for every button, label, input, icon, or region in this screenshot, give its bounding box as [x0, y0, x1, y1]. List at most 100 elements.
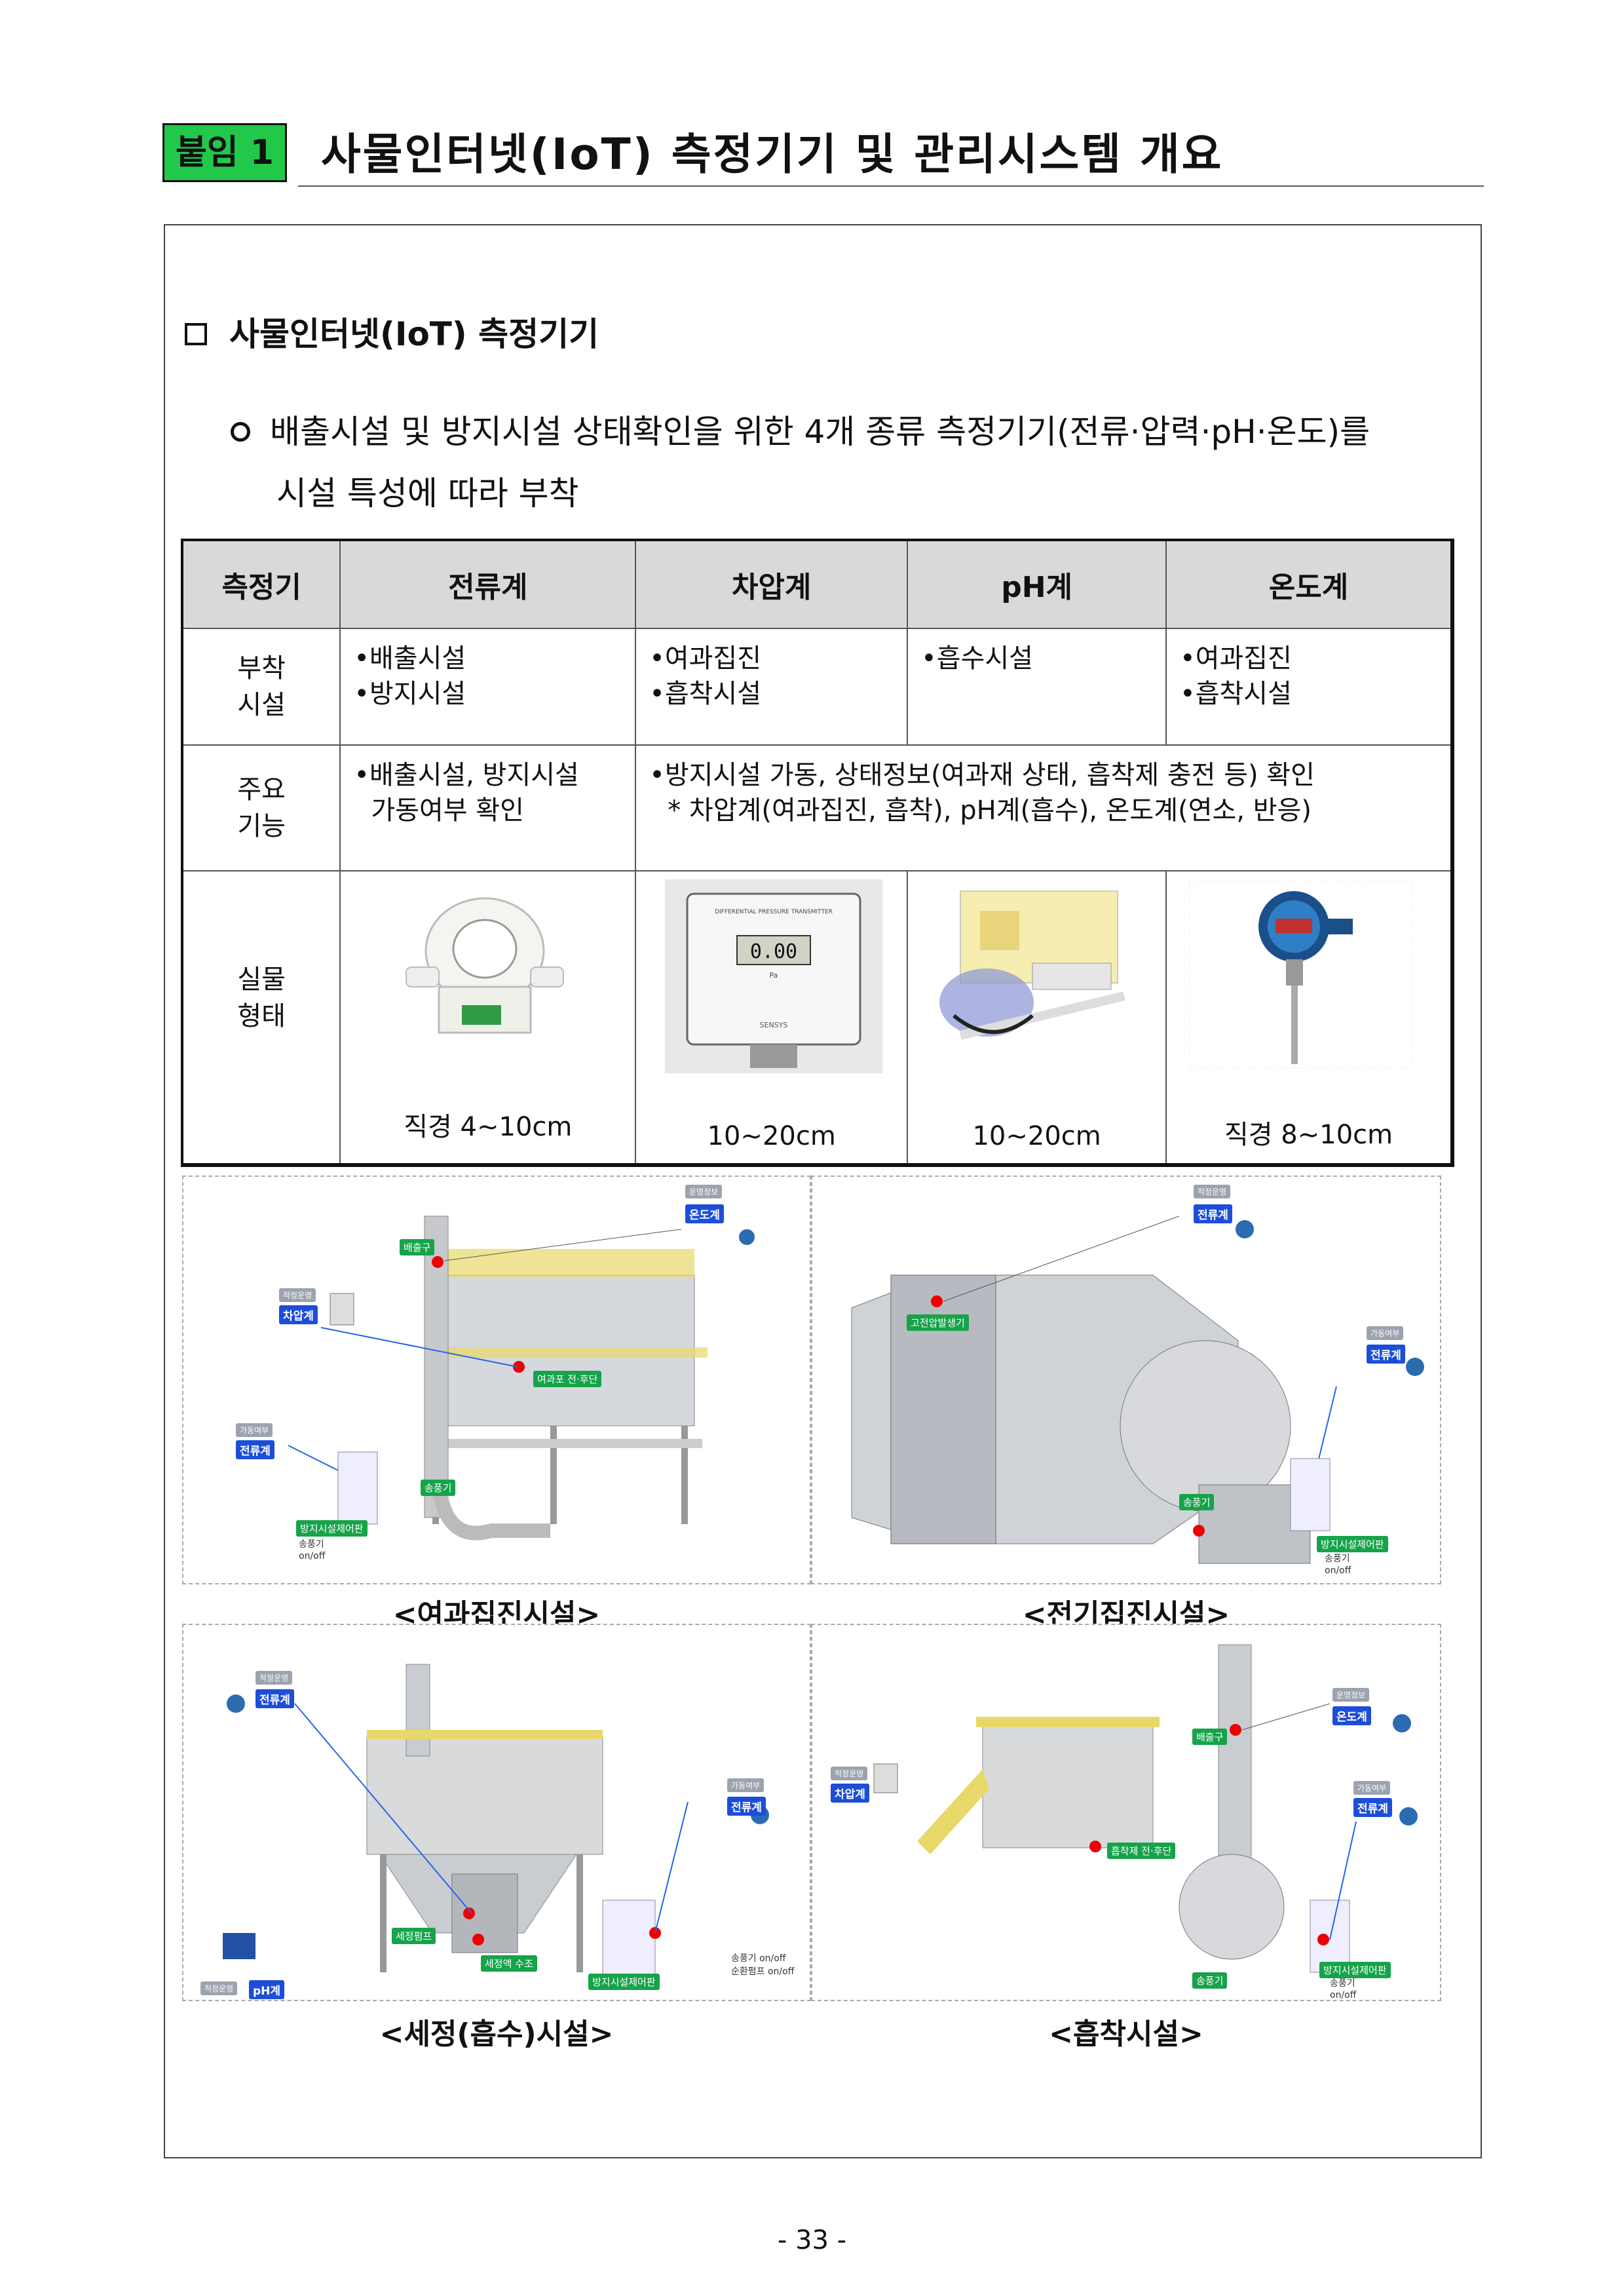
- page-number: - 33 -: [777, 2225, 847, 2255]
- electrostatic-panel: 적정운영 전류계 고전압발생기 가동여부 전류계 송풍기 방지시설제어판 송풍기…: [811, 1176, 1441, 1584]
- callout-label: 여과포 전·후단: [533, 1371, 602, 1387]
- row-label-line: 주요: [237, 775, 286, 805]
- title-underline: [298, 185, 1484, 187]
- callout-label: 운영정보: [685, 1185, 723, 1198]
- callout-label: pH계: [249, 1980, 285, 1999]
- cell-line: •여과집진: [649, 643, 762, 674]
- callout-label: 전류계: [255, 1689, 294, 1708]
- callout-label: 온도계: [685, 1204, 724, 1223]
- table-cell: •여과집진 •흡착시설: [1165, 628, 1453, 746]
- bullet-paragraph: 배출시설 및 방지시설 상태확인을 위한 4개 종류 측정기기(전류·압력·pH…: [231, 401, 1475, 524]
- current-sensor-image: [406, 897, 565, 1034]
- callout-label: 전류계: [1367, 1345, 1405, 1364]
- table-header-row: 측정기 전류계 차압계 pH계 온도계: [181, 539, 1453, 629]
- callout-label: 송풍기: [1192, 1972, 1228, 1989]
- table-header-cell: 온도계: [1165, 539, 1453, 629]
- cell-line: •방지시설 가동, 상태정보(여과재 상태, 흡착제 충전 등) 확인: [649, 760, 1315, 790]
- gauge-display: 0.00: [750, 940, 797, 963]
- bullet-line-1: 배출시설 및 방지시설 상태확인을 위한 4개 종류 측정기기(전류·압력·pH…: [270, 413, 1370, 451]
- callout-label: 방지시설제어판: [1317, 1536, 1388, 1552]
- callout-label: 적정운영: [255, 1671, 293, 1685]
- callout-label: 적정운영: [279, 1288, 316, 1302]
- table-header-cell: 전류계: [339, 539, 637, 629]
- content-frame: [164, 224, 1482, 2158]
- table-cell: DIFFERENTIAL PRESSURE TRANSMITTER 0.00 P…: [635, 870, 909, 1166]
- callout-label: 적정운영: [200, 1981, 238, 1995]
- callout-label: 고전압발생기: [907, 1314, 969, 1331]
- callout-label: 송풍기: [421, 1480, 456, 1496]
- table-cell: 직경 8~10cm: [1165, 870, 1453, 1166]
- callout-label: 차압계: [279, 1305, 318, 1324]
- table-header-cell: 측정기: [181, 539, 341, 629]
- callout-note: 송풍기 on/off: [1330, 1978, 1357, 2000]
- section-heading-text: 사물인터넷(IoT) 측정기기: [229, 315, 599, 353]
- callout-label: 송풍기: [1179, 1494, 1215, 1510]
- table-cell: 직경 4~10cm: [339, 870, 637, 1166]
- callout-label: 가동여부: [236, 1423, 273, 1437]
- table-cell: •여과집진 •흡착시설: [635, 628, 909, 746]
- size-caption: 10~20cm: [972, 1121, 1101, 1151]
- cell-line: 가동여부 확인: [371, 795, 524, 826]
- page-title: 사물인터넷(IoT) 측정기기 및 관리시스템 개요: [321, 129, 1224, 180]
- callout-note: 송풍기 on/off: [1325, 1554, 1351, 1576]
- callout-label: 방지시설제어판: [1319, 1962, 1391, 1978]
- scrubber-illustration: [223, 1664, 769, 1980]
- table-cell: •배출시설 •방지시설: [339, 628, 637, 746]
- callout-label: 차압계: [831, 1784, 869, 1803]
- cell-line: •방지시설: [354, 679, 466, 709]
- section-heading: 사물인터넷(IoT) 측정기기: [185, 308, 599, 355]
- row-label-line: 부착: [237, 653, 286, 683]
- callout-label: 방지시설제어판: [588, 1974, 660, 1990]
- cell-line: * 차압계(여과집진, 흡착), pH계(흡수), 온도계(연소, 반응): [668, 795, 1312, 826]
- row-label-line: 시설: [237, 690, 286, 720]
- callout-label: 배출구: [400, 1239, 435, 1255]
- cell-line: •흡착시설: [649, 679, 762, 709]
- table-cell: •방지시설 가동, 상태정보(여과재 상태, 흡착제 충전 등) 확인 * 차압계…: [635, 744, 1453, 871]
- size-caption: 직경 4~10cm: [404, 1112, 573, 1142]
- callout-label: 전류계: [1353, 1798, 1392, 1817]
- size-caption: 10~20cm: [707, 1121, 836, 1151]
- table-cell: 10~20cm: [907, 870, 1167, 1166]
- callout-label: 가동여부: [1353, 1781, 1391, 1795]
- cell-line: •여과집진: [1180, 643, 1292, 674]
- cell-line: •흡착시설: [1180, 679, 1292, 709]
- cell-line: •흡수시설: [921, 643, 1033, 674]
- callout-label: 전류계: [236, 1440, 274, 1459]
- callout-label: 전류계: [727, 1797, 766, 1816]
- callout-note: 순환펌프 on/off: [731, 1966, 795, 1977]
- callout-label: 가동여부: [727, 1778, 765, 1792]
- adsorption-illustration: [873, 1644, 1418, 1973]
- gauge-unit: Pa: [770, 971, 778, 980]
- gauge-brand: SENSYS: [760, 1021, 788, 1029]
- callout-label: 세정액 수조: [481, 1955, 537, 1972]
- attachment-tag: 붙임 1: [162, 123, 287, 182]
- gauge-top-text: DIFFERENTIAL PRESSURE TRANSMITTER: [715, 909, 833, 915]
- table-header-cell: pH계: [907, 539, 1167, 629]
- fabric-filter-panel: 배출구 운영정보 온도계 적정운영 차압계 여과포 전·후단 가동여부 전류계 …: [182, 1176, 811, 1584]
- cell-line: •배출시설, 방지시설: [354, 760, 579, 790]
- callout-label: 운영정보: [1332, 1688, 1370, 1702]
- bullet-line-2: 시설 특성에 따라 부착: [276, 474, 579, 512]
- callout-label: 전류계: [1194, 1204, 1232, 1223]
- size-caption: 직경 8~10cm: [1224, 1120, 1393, 1150]
- callout-label: 흡착제 전·후단: [1107, 1843, 1176, 1859]
- cell-line: •배출시설: [354, 643, 466, 674]
- callout-label: 방지시설제어판: [296, 1520, 368, 1537]
- ph-meter-image: [939, 890, 1125, 1040]
- fabric-filter-illustration: [288, 1215, 755, 1540]
- callout-label: 적정운영: [1194, 1185, 1231, 1198]
- callout-label: 가동여부: [1367, 1326, 1404, 1340]
- callout-label: 배출구: [1192, 1729, 1228, 1745]
- row-label-line: 기능: [237, 811, 286, 841]
- row-label-line: 실물: [237, 965, 286, 995]
- callout-label: 세정펌프: [392, 1928, 436, 1944]
- table-header-cell: 차압계: [635, 539, 909, 629]
- callout-label: 적정운영: [831, 1767, 868, 1780]
